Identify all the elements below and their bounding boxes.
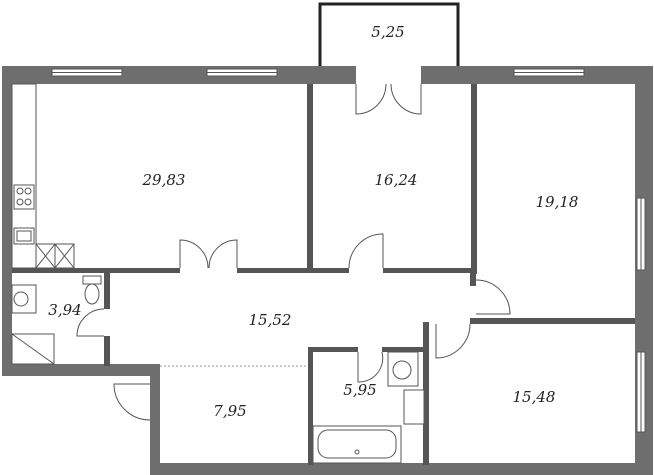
hall-area-label: 15,52	[249, 311, 292, 329]
exterior-walls	[2, 66, 653, 475]
room-bottom-left-area-label: 7,95	[213, 402, 246, 420]
bedroom-center-area-label: 16,24	[375, 171, 418, 189]
interior-walls	[12, 84, 635, 465]
balcony-area-label: 5,25	[371, 23, 404, 41]
bathroom-area-label: 5,95	[343, 381, 376, 399]
windows	[51, 68, 646, 433]
area-labels: 5,25 29,83 16,24 19,18 3,94 15,52 7,95 5…	[48, 23, 578, 420]
kitchen-living-area-label: 29,83	[142, 171, 186, 189]
doors	[76, 83, 511, 421]
bedroom-right-area-label: 19,18	[536, 193, 579, 211]
fixtures	[11, 83, 425, 464]
balcony	[318, 2, 460, 66]
bedroom-bottom-right-area-label: 15,48	[513, 388, 556, 406]
wc-area-label: 3,94	[48, 301, 81, 319]
